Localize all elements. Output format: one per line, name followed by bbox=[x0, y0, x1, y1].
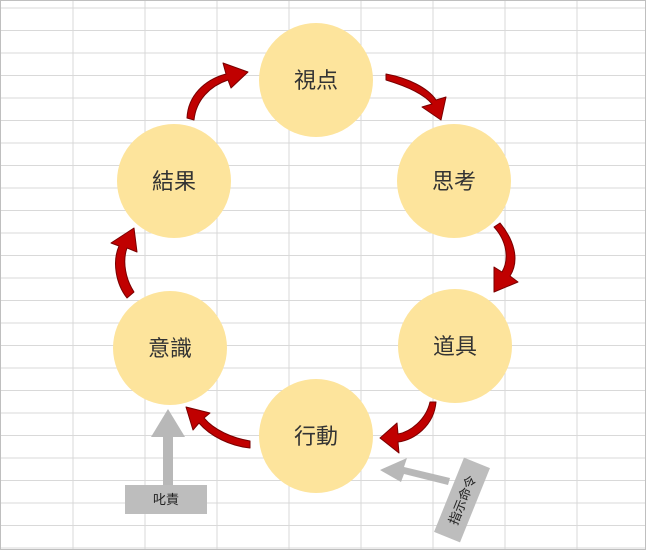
node-dougu[interactable]: 道具 bbox=[398, 289, 512, 403]
node-label: 視点 bbox=[294, 69, 338, 94]
arrow-dougu-to-koudou[interactable] bbox=[379, 401, 437, 454]
cycle-arrows bbox=[110, 62, 519, 454]
node-circle bbox=[117, 124, 231, 238]
arrow-kekka-to-shiten[interactable] bbox=[186, 62, 249, 121]
node-shikou[interactable]: 思考 bbox=[397, 124, 511, 238]
instruction-box bbox=[434, 457, 490, 543]
arrow-koudou-to-ishiki[interactable] bbox=[185, 406, 251, 449]
node-circle bbox=[113, 291, 227, 405]
node-ishiki[interactable]: 意識 bbox=[113, 291, 227, 405]
node-label: 思考 bbox=[432, 170, 476, 195]
node-circle bbox=[398, 289, 512, 403]
up-arrow-icon bbox=[151, 409, 185, 486]
node-circle bbox=[259, 379, 373, 493]
node-shiten[interactable]: 視点 bbox=[259, 23, 373, 137]
instruction-input[interactable]: 指示命令 bbox=[380, 457, 490, 543]
node-circle bbox=[259, 23, 373, 137]
arrow-shikou-to-dougu[interactable] bbox=[493, 222, 519, 293]
node-label: 道具 bbox=[433, 335, 477, 360]
scold-input[interactable]: 叱責 bbox=[125, 409, 207, 514]
scold-box bbox=[125, 485, 207, 514]
arrow-ishiki-to-kekka[interactable] bbox=[110, 227, 138, 299]
diagonal-arrow-icon bbox=[380, 458, 450, 485]
node-label: 意識 bbox=[148, 337, 192, 362]
node-kekka[interactable]: 結果 bbox=[117, 124, 231, 238]
arrow-shiten-to-shikou[interactable] bbox=[385, 73, 447, 121]
node-label: 行動 bbox=[294, 425, 338, 450]
node-label: 結果 bbox=[152, 170, 196, 195]
node-circle bbox=[397, 124, 511, 238]
scold-label: 叱責 bbox=[153, 493, 179, 508]
node-koudou[interactable]: 行動 bbox=[259, 379, 373, 493]
